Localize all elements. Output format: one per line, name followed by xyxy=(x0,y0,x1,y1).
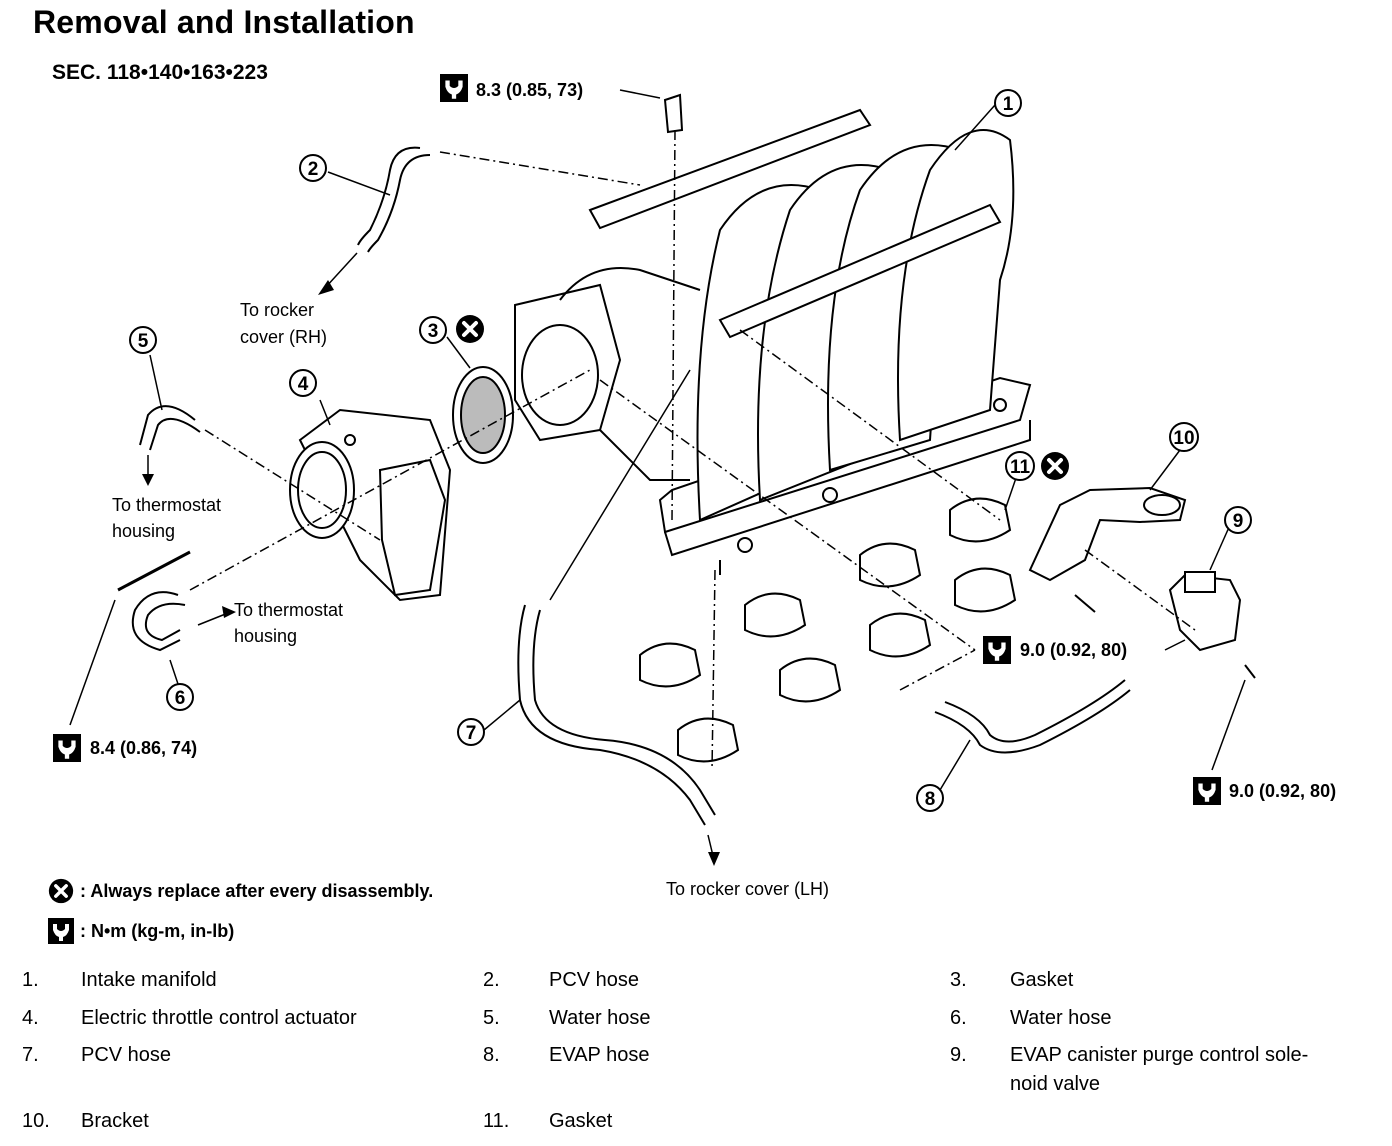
callout-6: 6 xyxy=(166,683,194,711)
callout-11: 11 xyxy=(1005,451,1035,481)
svg-text:7: 7 xyxy=(466,723,477,744)
legend-replace-text: : Always replace after every disassembly… xyxy=(80,880,434,901)
part-name: EVAP hose xyxy=(549,1044,650,1066)
arrow-heads xyxy=(142,280,720,866)
part-number: 1. xyxy=(22,969,39,991)
evap-solenoid xyxy=(1168,571,1242,652)
wrench-icon xyxy=(983,636,1011,664)
bolts xyxy=(117,93,1256,679)
note-thermostat-b-1: To thermostat xyxy=(234,600,343,620)
part-number: 8. xyxy=(483,1044,500,1066)
note-rocker-rh-2: cover (RH) xyxy=(240,327,327,347)
callout-8: 8 xyxy=(916,784,944,812)
svg-text:3: 3 xyxy=(428,321,439,342)
svg-text:11: 11 xyxy=(1010,457,1031,478)
part-name: PCV hose xyxy=(81,1044,172,1066)
note-rocker-rh-1: To rocker xyxy=(240,300,314,320)
gasket-3 xyxy=(452,366,514,464)
torque-label-2: 8.4 (0.86, 74) xyxy=(53,734,197,762)
svg-text:10: 10 xyxy=(1173,428,1194,449)
callout-5: 5 xyxy=(129,326,157,354)
wrench-icon xyxy=(48,918,74,944)
svg-text:8.3 (0.85, 73): 8.3 (0.85, 73) xyxy=(476,80,583,100)
intake-manifold-diagram: 1 2 3 4 5 6 7 8 9 10 11 8.3 (0.85, 73) 8… xyxy=(53,74,1336,899)
svg-text:2: 2 xyxy=(308,159,319,180)
callout-2: 2 xyxy=(299,154,327,182)
svg-text:8.4 (0.86, 74): 8.4 (0.86, 74) xyxy=(90,738,197,758)
wrench-icon xyxy=(440,74,468,102)
section-code: SEC. 118•140•163•223 xyxy=(52,61,268,84)
part-number: 4. xyxy=(22,1007,39,1029)
callout-9: 9 xyxy=(1224,506,1252,534)
bracket xyxy=(1028,486,1187,582)
svg-text:9.0 (0.92, 80): 9.0 (0.92, 80) xyxy=(1229,781,1336,801)
callout-10: 10 xyxy=(1169,422,1199,452)
callout-1: 1 xyxy=(994,89,1022,117)
throttle-actuator xyxy=(289,408,452,602)
callout-7: 7 xyxy=(457,718,485,746)
part-name: EVAP canister purge control sole- xyxy=(1010,1044,1309,1066)
replace-icon xyxy=(48,878,74,904)
part-name: PCV hose xyxy=(549,969,640,991)
note-thermostat-a-2: housing xyxy=(112,521,175,541)
part-name: Water hose xyxy=(549,1007,651,1029)
replace-icon xyxy=(455,314,485,344)
svg-text:8: 8 xyxy=(925,789,936,810)
legend-torque: : N•m (kg-m, in-lb) xyxy=(48,918,234,944)
torque-label-1: 8.3 (0.85, 73) xyxy=(440,74,583,102)
wrench-icon xyxy=(53,734,81,762)
legend-replace: : Always replace after every disassembly… xyxy=(48,878,433,904)
part-name: Bracket xyxy=(81,1110,149,1132)
intake-manifold xyxy=(514,108,1032,575)
part-number: 5. xyxy=(483,1007,500,1029)
part-number: 6. xyxy=(950,1007,967,1029)
part-number: 9. xyxy=(950,1044,967,1066)
part-number: 3. xyxy=(950,969,967,991)
part-number: 10. xyxy=(22,1110,50,1132)
part-number: 2. xyxy=(483,969,500,991)
svg-text:6: 6 xyxy=(175,688,186,709)
note-rocker-lh: To rocker cover (LH) xyxy=(666,879,829,899)
hoses xyxy=(131,146,1131,826)
page-title: Removal and Installation xyxy=(33,4,415,40)
part-number: 7. xyxy=(22,1044,39,1066)
legend-torque-text: : N•m (kg-m, in-lb) xyxy=(80,920,235,941)
part-name: Water hose xyxy=(1010,1007,1112,1029)
torque-label-3: 9.0 (0.92, 80) xyxy=(983,636,1127,664)
part-name: Electric throttle control actuator xyxy=(81,1007,357,1029)
svg-text:5: 5 xyxy=(138,331,149,352)
part-number: 11. xyxy=(483,1110,510,1132)
leader-lines xyxy=(189,129,1196,771)
replace-icon xyxy=(1040,451,1070,481)
torque-label-4: 9.0 (0.92, 80) xyxy=(1193,777,1336,805)
wrench-icon xyxy=(1193,777,1221,805)
part-name: Gasket xyxy=(1010,969,1074,991)
callout-3: 3 xyxy=(419,316,447,344)
callout-4: 4 xyxy=(289,369,317,397)
svg-text:9: 9 xyxy=(1233,511,1244,532)
note-thermostat-b-2: housing xyxy=(234,626,297,646)
part-name-cont: noid valve xyxy=(1010,1073,1101,1095)
gaskets xyxy=(639,497,1017,763)
part-name: Gasket xyxy=(549,1110,613,1132)
svg-text:4: 4 xyxy=(298,374,309,395)
part-name: Intake manifold xyxy=(81,969,217,991)
svg-text:1: 1 xyxy=(1003,94,1014,115)
note-thermostat-a-1: To thermostat xyxy=(112,495,221,515)
svg-text:9.0 (0.92, 80): 9.0 (0.92, 80) xyxy=(1020,640,1127,660)
